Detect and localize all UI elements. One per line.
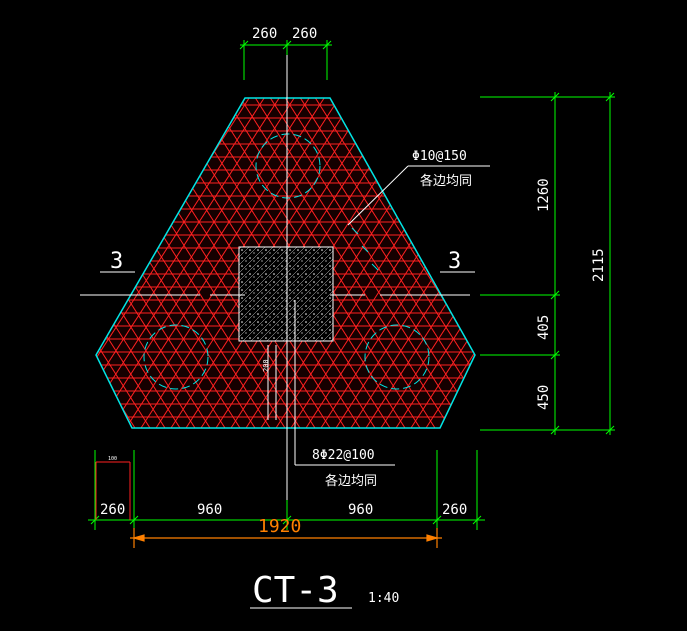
bottom-dim-960-right: 960	[348, 502, 373, 518]
rebar-line	[485, 58, 687, 428]
bottom-dim-960-left: 960	[197, 502, 222, 518]
rebar-line	[96, 98, 306, 428]
rebar-note-bottom-line1: 8Φ22@100	[312, 448, 375, 463]
rebar-line	[410, 98, 475, 428]
rebar-line	[96, 98, 106, 428]
rebar-line	[96, 98, 211, 428]
rebar-line	[0, 58, 80, 428]
rebar-line	[515, 58, 687, 428]
rebar-line	[290, 98, 475, 428]
rebar-line	[380, 98, 475, 428]
rebar-line	[199, 98, 436, 428]
rebar-line	[96, 98, 121, 428]
rebar-line	[500, 58, 687, 428]
right-dim-total: 2115	[591, 248, 607, 282]
rebar-line	[365, 98, 475, 428]
rebar-line	[110, 98, 351, 428]
rebar-note-bottom-line2: 各边均同	[325, 473, 377, 489]
section-mark-right: 3	[448, 249, 461, 274]
rebar-line	[96, 98, 286, 428]
right-dim-405: 405	[536, 315, 552, 340]
top-dim-left: 260	[252, 26, 277, 42]
rebar-mesh	[0, 58, 687, 428]
bottom-dimensions	[88, 450, 485, 530]
rebar-line	[96, 98, 166, 428]
leader-tick-marks	[351, 227, 379, 271]
right-dim-1260: 1260	[536, 178, 552, 212]
rebar-line	[96, 98, 111, 428]
drawing-scale: 1:40	[368, 591, 399, 606]
rebar-line	[0, 58, 65, 428]
rebar-line	[0, 58, 75, 428]
pile-top	[255, 133, 321, 199]
small-dim-left: 100	[108, 456, 117, 462]
rebar-line	[96, 98, 291, 428]
rebar-line	[140, 98, 381, 428]
rebar-line	[486, 58, 687, 428]
column-section	[238, 246, 334, 342]
rebar-line	[259, 98, 475, 428]
rebar-line	[469, 98, 475, 428]
top-dimensions	[239, 40, 332, 80]
right-dimensions	[480, 92, 615, 435]
rebar-line	[96, 98, 181, 428]
rebar-line	[229, 98, 466, 428]
drawing-title: CT-3	[252, 570, 339, 611]
small-left-tag	[95, 461, 131, 520]
rebar-line	[125, 98, 366, 428]
column-dimension	[267, 345, 277, 420]
center-lines	[80, 40, 470, 520]
rebar-leaders	[294, 165, 490, 466]
bottom-dim-260-right: 260	[442, 502, 467, 518]
rebar-line	[275, 98, 475, 428]
rebar-note-top-line1: Φ10@150	[412, 149, 467, 164]
pad-outline	[95, 97, 476, 429]
rebar-line	[214, 98, 451, 428]
rebar-line	[470, 98, 475, 428]
rebar-line	[439, 98, 475, 428]
bottom-total-dim: 1920	[258, 516, 301, 537]
top-dim-right: 260	[292, 26, 317, 42]
pile-left	[143, 324, 209, 390]
rebar-line	[440, 98, 475, 428]
bottom-dim-260-left: 260	[100, 502, 125, 518]
rebar-line	[0, 58, 35, 428]
rebar-note-top-line2: 各边均同	[420, 173, 472, 189]
rebar-line	[96, 98, 336, 428]
rebar-line	[96, 98, 196, 428]
section-mark-left: 3	[110, 249, 123, 274]
rebar-line	[96, 98, 151, 428]
rebar-line	[425, 98, 475, 428]
column-dim: 200	[262, 359, 270, 372]
rebar-line	[0, 58, 90, 428]
pile-circles	[143, 133, 430, 390]
rebar-line	[0, 58, 95, 428]
rebar-line	[455, 98, 475, 428]
total-dimension	[130, 528, 442, 548]
rebar-line	[244, 98, 475, 428]
rebar-line	[454, 98, 475, 428]
rebar-line	[289, 98, 475, 428]
rebar-line	[530, 58, 687, 428]
rebar-line	[0, 58, 50, 428]
right-dim-450: 450	[536, 385, 552, 410]
pile-right	[364, 324, 430, 390]
rebar-line	[96, 98, 321, 428]
rebar-line	[395, 98, 475, 428]
section-marks: 3 3	[100, 249, 475, 274]
